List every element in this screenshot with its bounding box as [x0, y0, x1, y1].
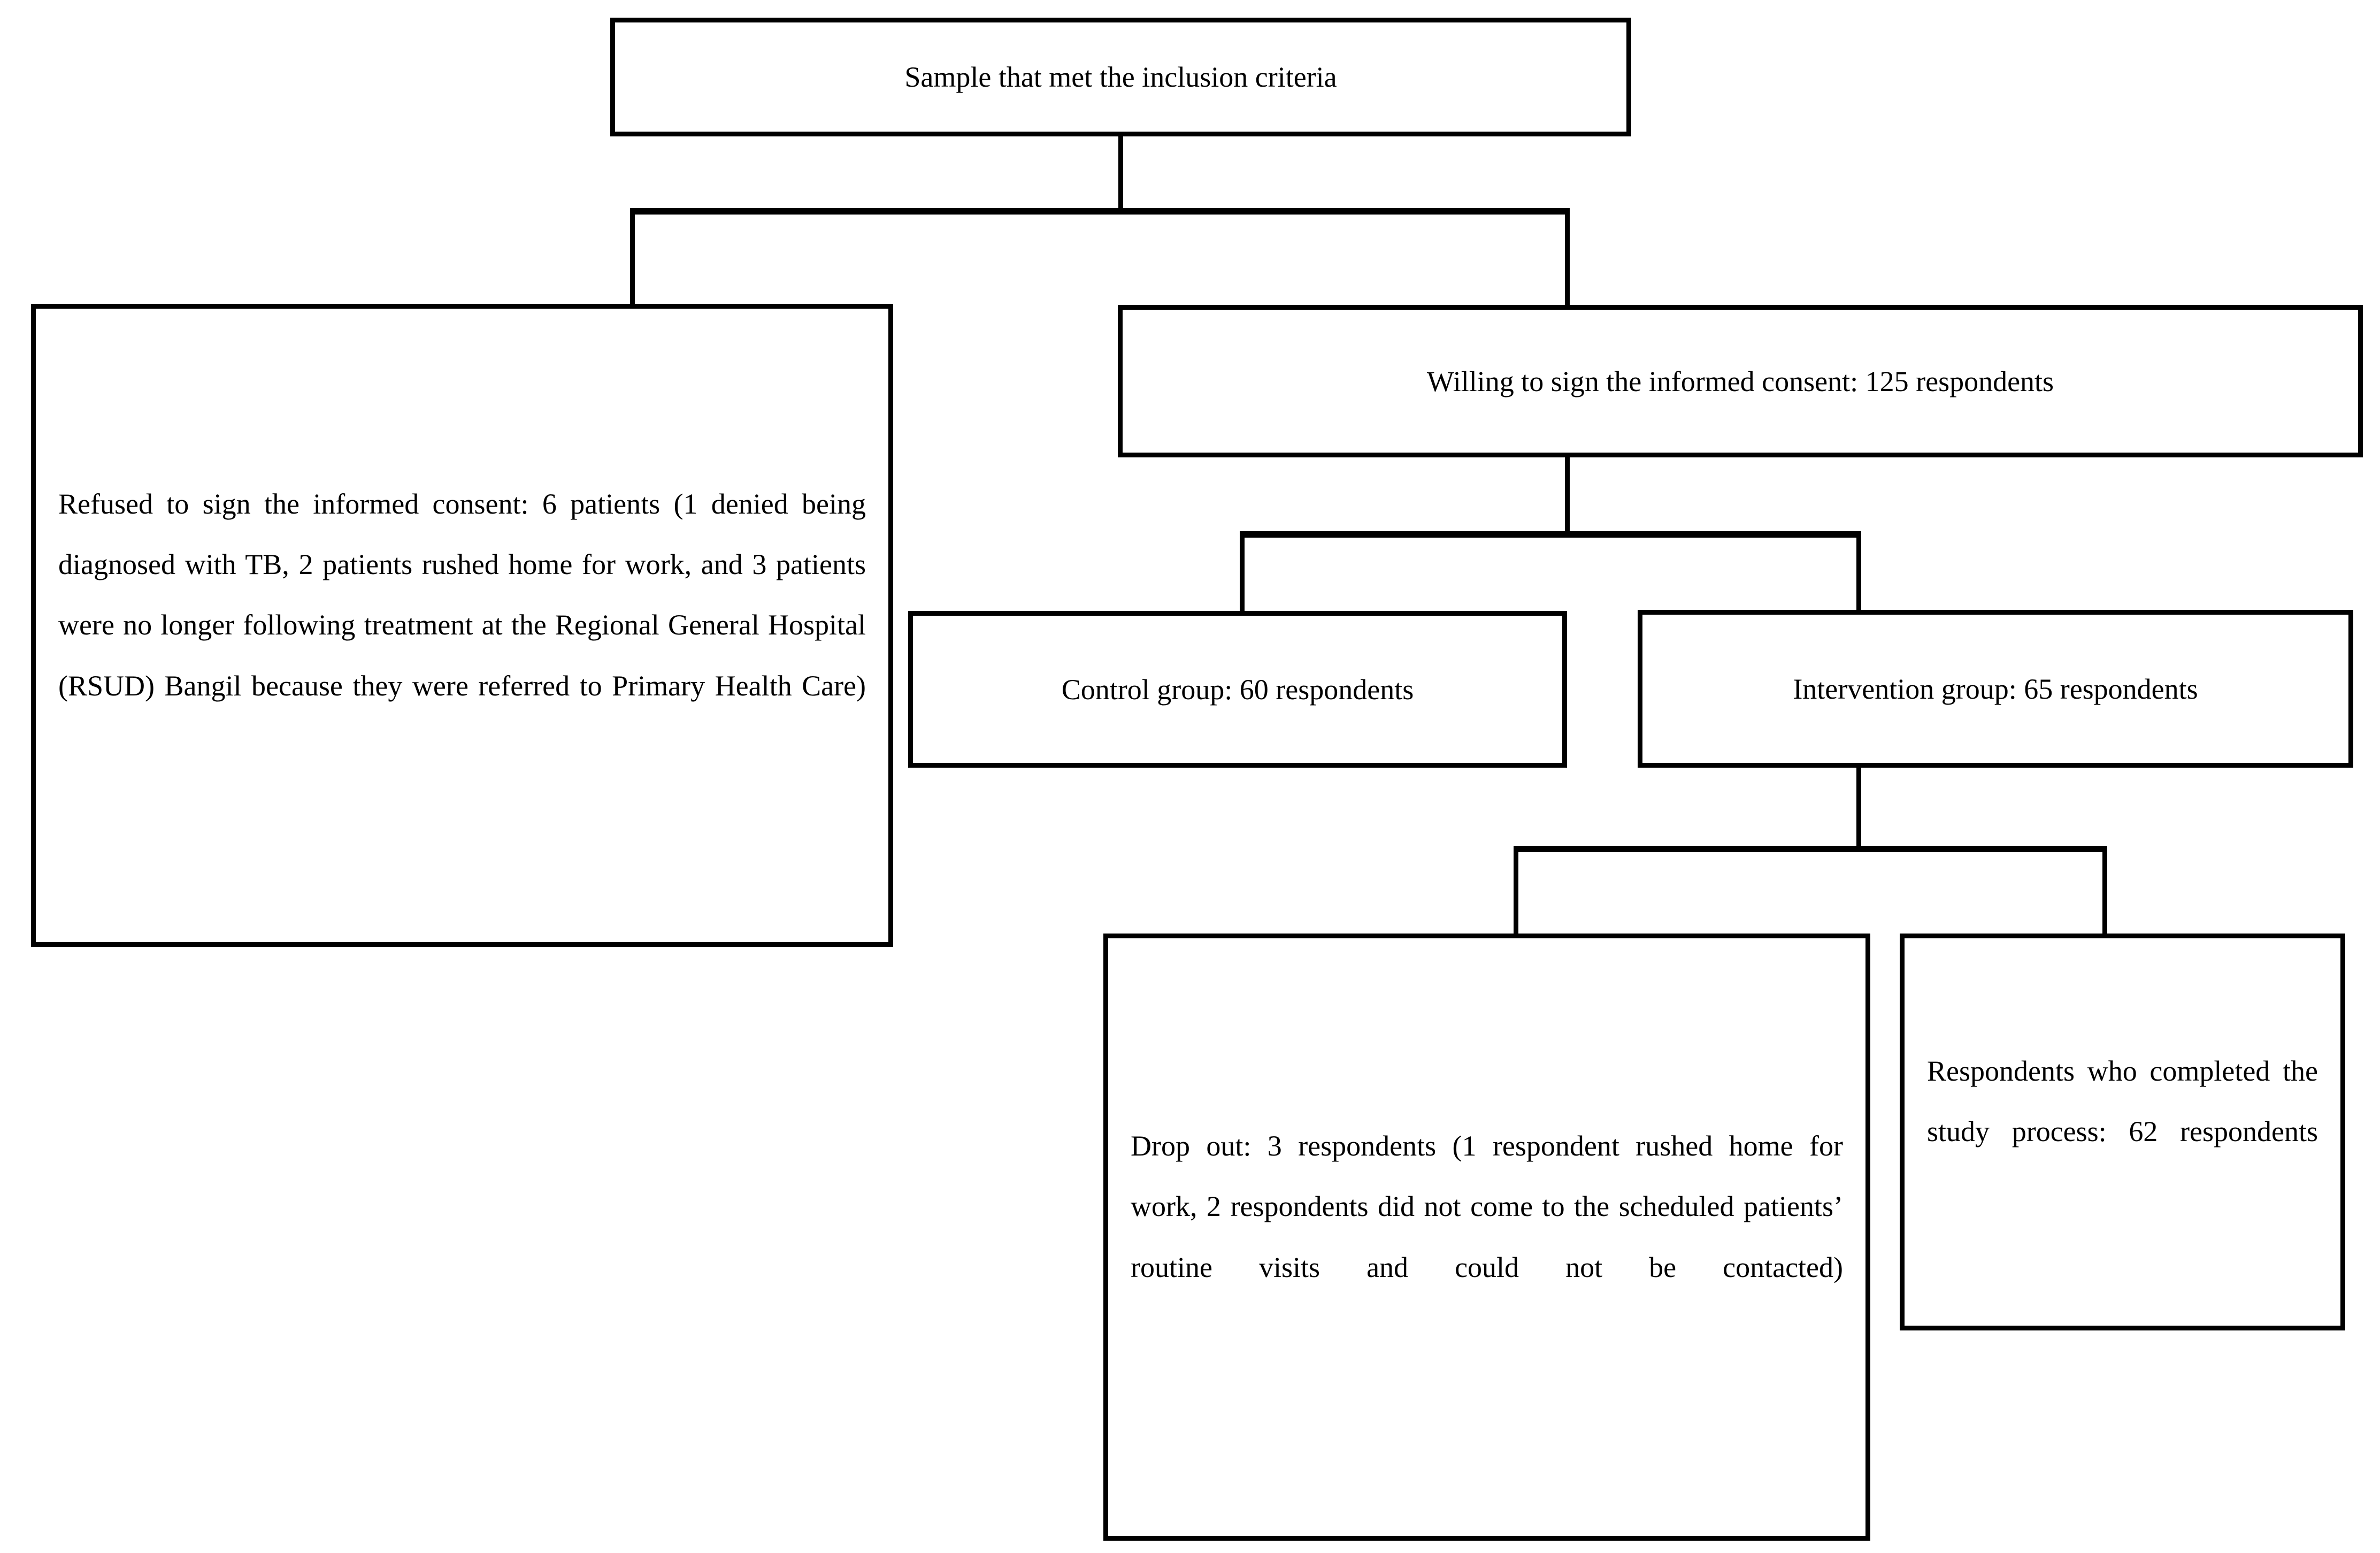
- node-willing-label: Willing to sign the informed consent: 12…: [1426, 365, 2054, 397]
- node-refused-box[interactable]: Refused to sign the informed consent: 6 …: [31, 304, 893, 947]
- node-intervention-label: Intervention group: 65 respondents: [1793, 672, 2198, 705]
- connector-level3-crossbar: [1514, 846, 2107, 852]
- connector-to-intervention: [1856, 531, 1861, 613]
- node-inclusion-box[interactable]: Sample that met the inclusion criteria: [610, 18, 1631, 136]
- node-dropout-box[interactable]: Drop out: 3 respondents (1 respondent ru…: [1103, 934, 1870, 1541]
- connector-to-dropout: [1514, 846, 1518, 936]
- node-control-label: Control group: 60 respondents: [1061, 673, 1414, 706]
- connector-to-willing: [1565, 208, 1570, 307]
- node-intervention-box[interactable]: Intervention group: 65 respondents: [1638, 610, 2353, 768]
- node-completed-label: Respondents who completed the study proc…: [1927, 1054, 2318, 1148]
- connector-level2-crossbar: [1240, 531, 1861, 538]
- node-refused-label: Refused to sign the informed consent: 6 …: [58, 487, 866, 702]
- node-willing-box[interactable]: Willing to sign the informed consent: 12…: [1118, 305, 2363, 457]
- node-inclusion-label: Sample that met the inclusion criteria: [904, 61, 1337, 93]
- node-dropout-label: Drop out: 3 respondents (1 respondent ru…: [1131, 1129, 1843, 1283]
- connector-intervention-stem: [1856, 768, 1861, 849]
- connector-to-control: [1240, 531, 1245, 613]
- connector-level1-crossbar: [630, 208, 1570, 215]
- node-completed-box[interactable]: Respondents who completed the study proc…: [1900, 934, 2345, 1330]
- connector-to-refused: [630, 208, 635, 305]
- connector-inclusion-stem: [1118, 136, 1123, 211]
- node-control-box[interactable]: Control group: 60 respondents: [908, 611, 1567, 768]
- connector-to-completed: [2102, 846, 2107, 936]
- connector-willing-stem: [1565, 457, 1570, 534]
